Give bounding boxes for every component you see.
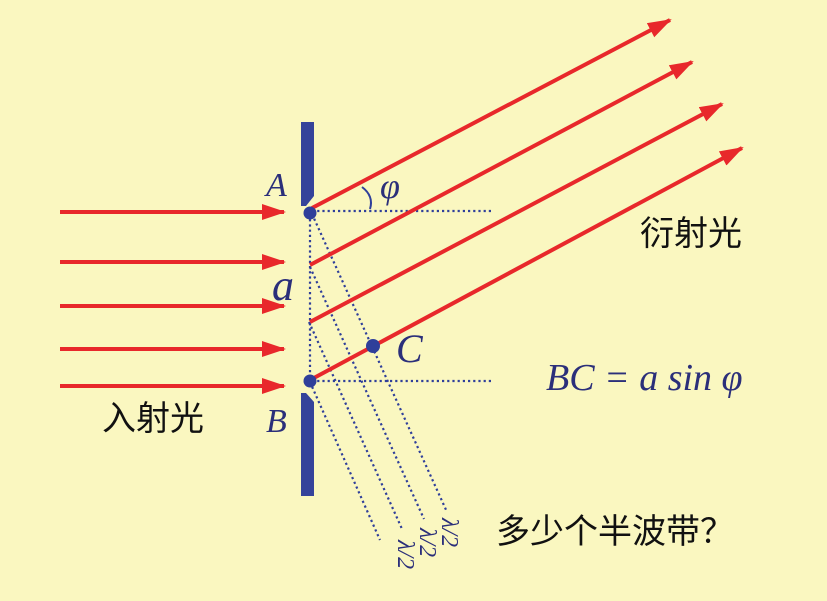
diffracted-ray	[311, 146, 744, 381]
construction-lines	[307, 209, 492, 541]
diffracted-ray	[309, 102, 724, 324]
label-slit-width: a	[272, 261, 294, 310]
diffracted-light-label: 衍射光	[640, 214, 742, 254]
half-wave-line	[307, 321, 404, 530]
half-wave-label: λ/2	[392, 539, 418, 569]
label-phi: φ	[380, 166, 400, 206]
incident-light-label: 入射光	[102, 399, 204, 439]
slit-screen	[301, 122, 314, 496]
point-c	[366, 339, 380, 353]
label-c: C	[396, 326, 424, 371]
half-wave-line	[308, 266, 426, 520]
label-a: A	[264, 167, 287, 204]
question-text: 多少个半波带？	[496, 512, 734, 552]
half-wave-line	[308, 381, 382, 541]
formula: BC = a sin φ	[546, 357, 743, 399]
half-wave-label: λ/2	[436, 517, 462, 547]
slit-upper-edge	[301, 122, 314, 206]
angle-arc	[361, 186, 372, 210]
diffracted-ray	[311, 18, 672, 210]
diffracted-rays	[309, 18, 744, 381]
slit-lower-edge	[301, 393, 314, 496]
point-a	[303, 206, 317, 220]
point-b	[303, 374, 317, 388]
label-b: B	[266, 403, 287, 440]
diffracted-ray	[309, 60, 694, 267]
incident-rays	[60, 204, 286, 394]
half-wave-label: λ/2	[414, 527, 440, 557]
